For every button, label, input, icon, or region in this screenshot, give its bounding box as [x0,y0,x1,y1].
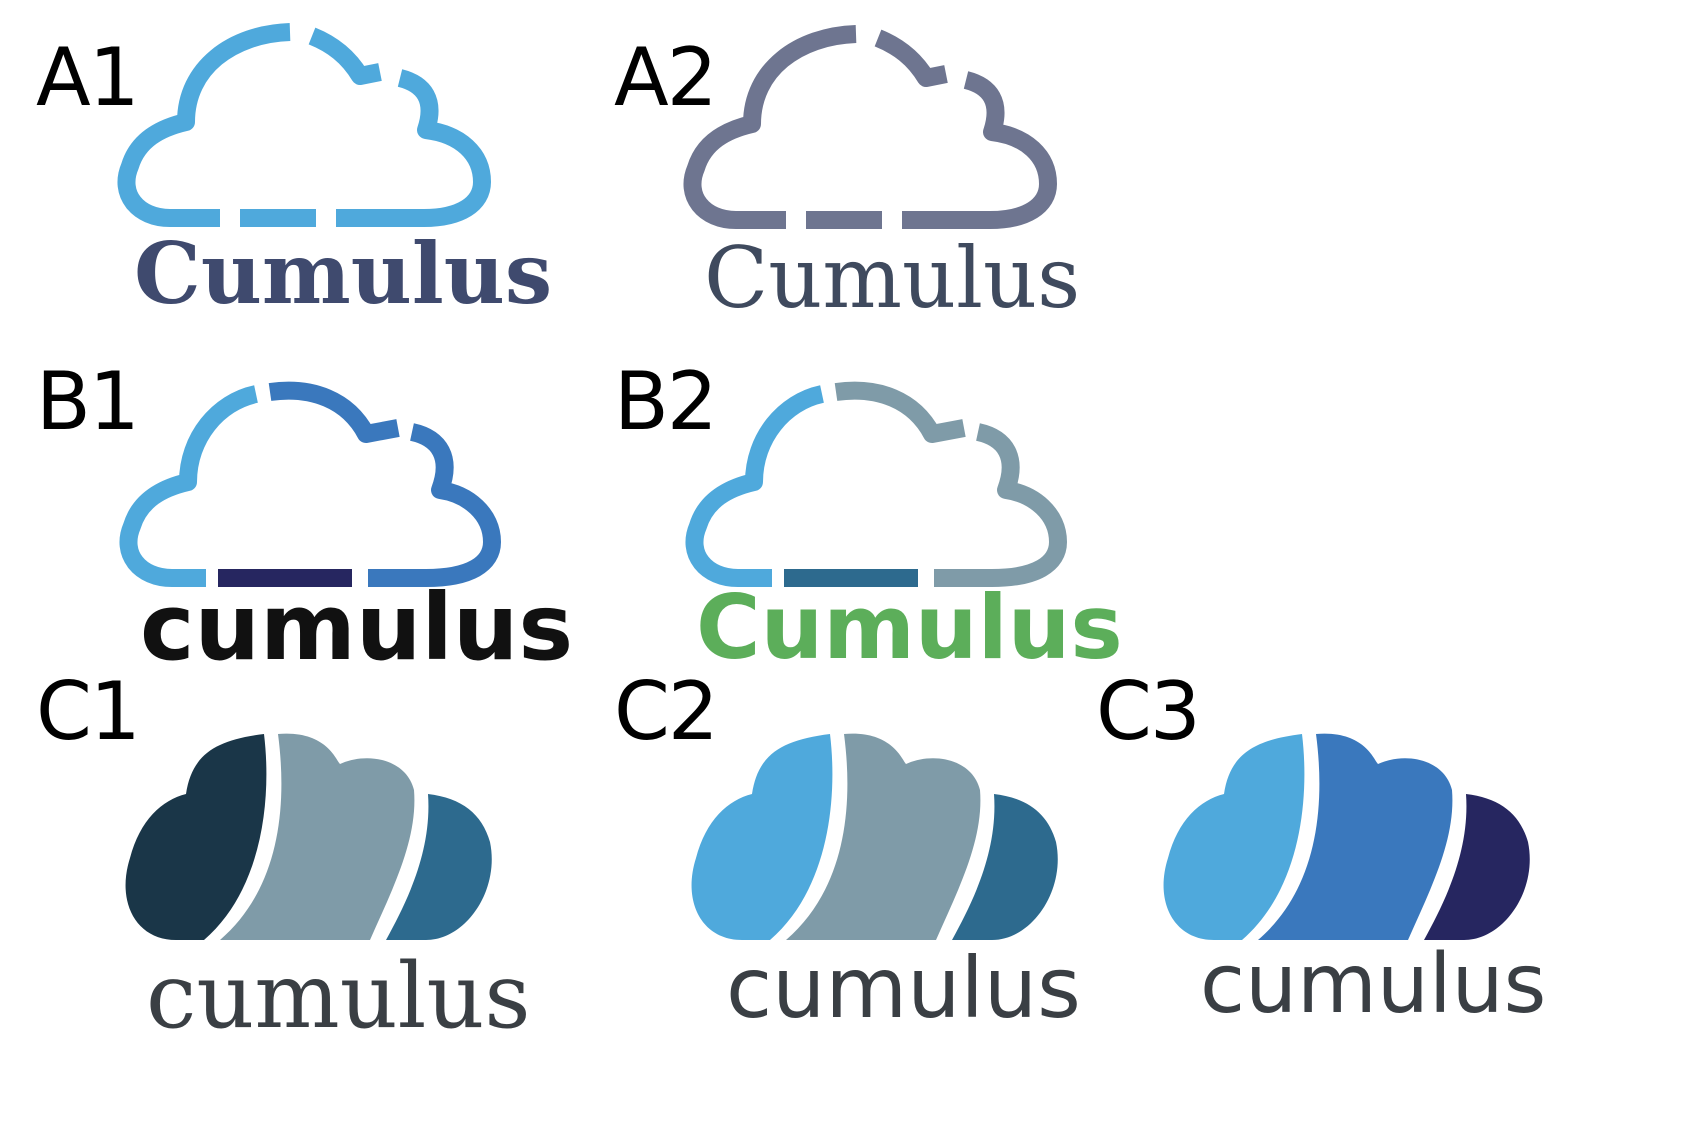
wordmark: Cumulus [704,229,1081,327]
wordmark: cumulus [726,939,1081,1037]
variant-label: C3 [1096,665,1201,758]
variant-label: A1 [36,31,140,124]
variant-label: C1 [36,665,141,758]
wordmark: cumulus [146,944,531,1049]
variant-label: B2 [614,355,718,448]
outline-cloud-logo [683,25,1057,229]
outline-cloud-logo [119,381,501,587]
filled-cloud-logo [691,733,1058,940]
filled-cloud-logo [125,733,492,940]
variant-label: B1 [36,355,140,448]
wordmark: cumulus [140,574,574,681]
wordmark: Cumulus [134,224,553,323]
variant-label: A2 [614,31,718,124]
outline-cloud-logo [117,23,491,227]
wordmark: cumulus [1200,937,1547,1032]
outline-cloud-logo [685,381,1067,587]
variant-label: C2 [614,665,719,758]
filled-cloud-logo [1163,733,1530,940]
wordmark: Cumulus [696,576,1123,679]
